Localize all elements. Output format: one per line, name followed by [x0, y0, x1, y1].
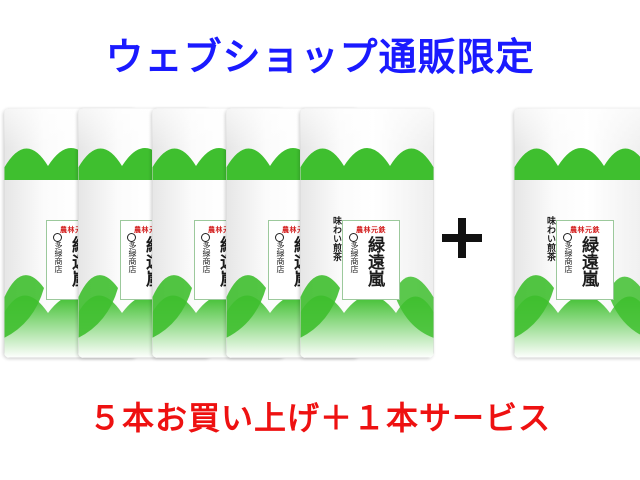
seal-icon — [275, 233, 284, 242]
seal-icon — [563, 233, 572, 242]
plus-icon — [442, 218, 482, 258]
maker-name: 多緑商店 — [564, 241, 573, 273]
brand-top-text: 農林元鉄 — [356, 226, 386, 234]
tea-pack-artwork — [514, 108, 640, 358]
headline-promo-offer: ５本お買い上げ＋１本サービス — [88, 399, 551, 437]
brand-name: 緑遠嵐 — [364, 236, 384, 287]
tea-side-label: 味わい煎茶 — [545, 216, 555, 261]
brand-name: 緑遠嵐 — [578, 236, 598, 287]
brand-top-text: 農林元鉄 — [282, 226, 312, 234]
tea-pack: 農林元鉄 多緑商店 緑遠嵐 味わい煎茶 — [300, 108, 434, 358]
brand-top-text: 農林元鉄 — [60, 226, 90, 234]
maker-name: 多緑商店 — [350, 241, 359, 273]
maker-name: 多緑商店 — [202, 241, 211, 273]
tea-pack-bonus: 農林元鉄 多緑商店 緑遠嵐 味わい煎茶 — [514, 108, 640, 358]
maker-name: 多緑商店 — [128, 241, 137, 273]
tea-label-card: 農林元鉄 多緑商店 緑遠嵐 — [556, 220, 614, 300]
headline-webshop-limited: ウェブショップ通販限定 — [105, 35, 535, 79]
maker-name: 多緑商店 — [276, 241, 285, 273]
tea-pack-artwork — [300, 108, 434, 358]
seal-icon — [349, 233, 358, 242]
brand-top-text: 農林元鉄 — [208, 226, 238, 234]
seal-icon — [53, 233, 62, 242]
tea-side-label: 味わい煎茶 — [331, 216, 341, 261]
brand-top-text: 農林元鉄 — [134, 226, 164, 234]
seal-icon — [201, 233, 210, 242]
tea-label-card: 農林元鉄 多緑商店 緑遠嵐 — [342, 220, 400, 300]
seal-icon — [127, 233, 136, 242]
maker-name: 多緑商店 — [54, 241, 63, 273]
brand-top-text: 農林元鉄 — [570, 226, 600, 234]
